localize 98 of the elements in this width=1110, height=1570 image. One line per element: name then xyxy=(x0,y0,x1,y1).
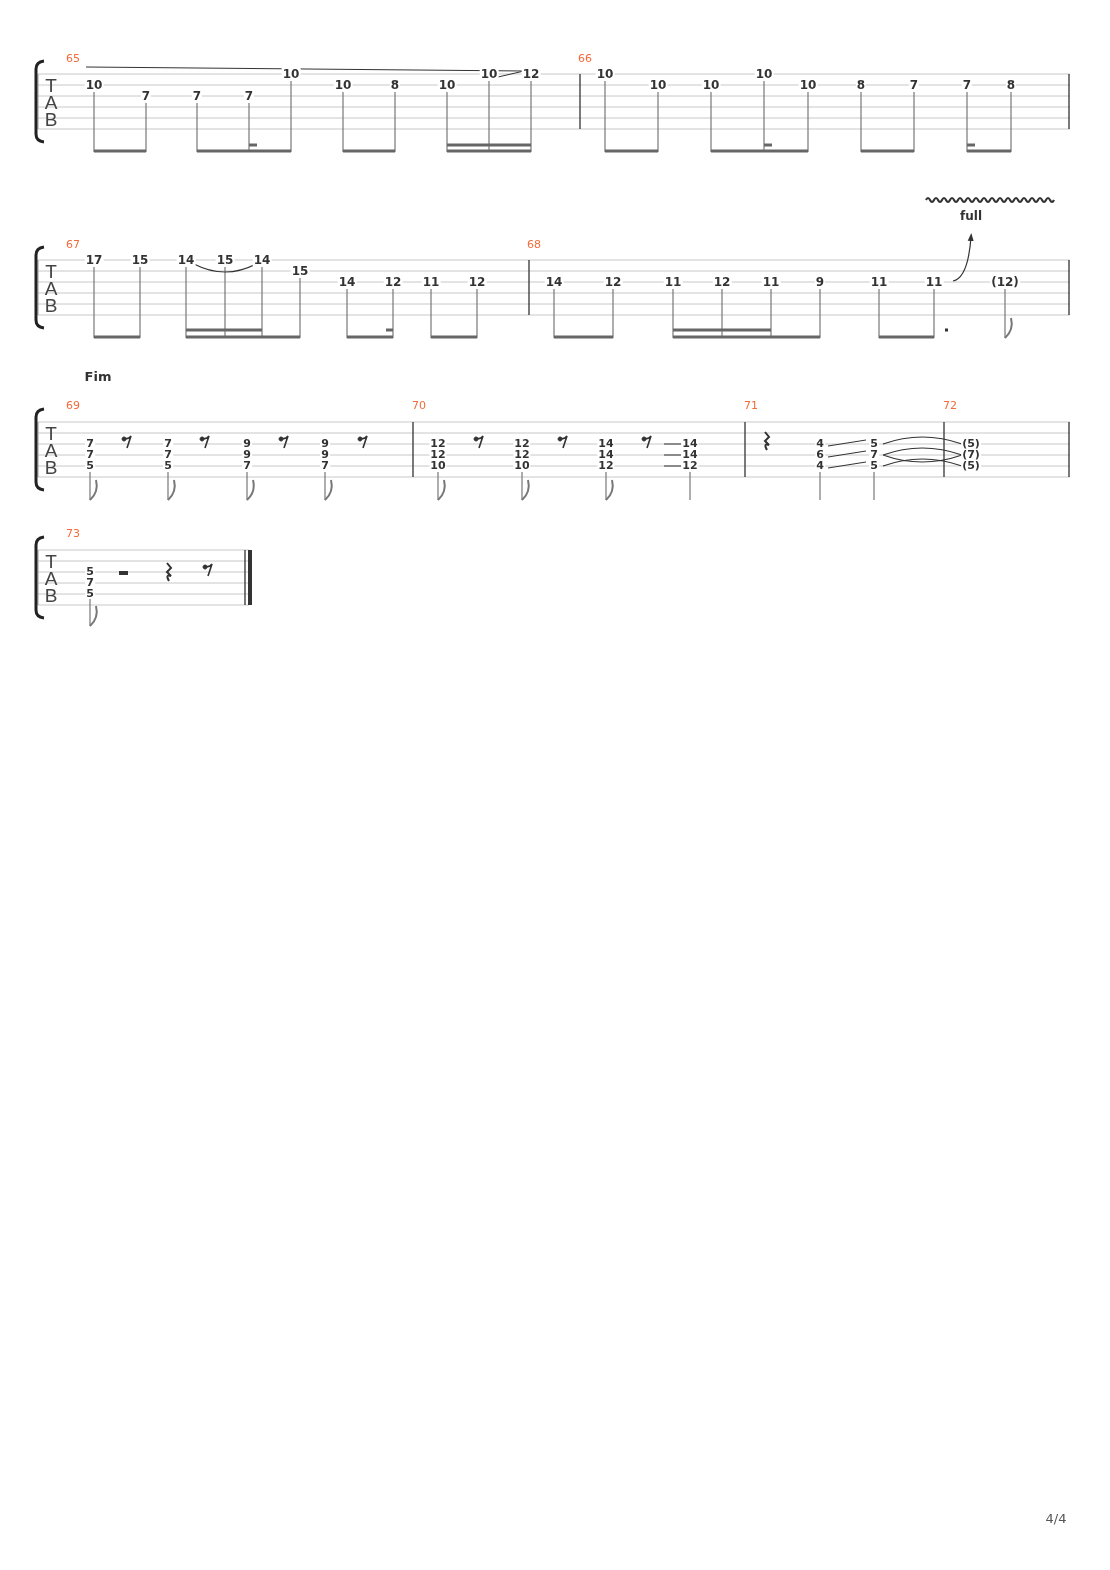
fret-number: 8 xyxy=(855,79,867,91)
fret-number: 15 xyxy=(290,265,310,277)
measure-number: 73 xyxy=(66,527,80,539)
fret-number: 10 xyxy=(84,79,104,91)
fret-number: 7 xyxy=(961,79,973,91)
fret-number: (12) xyxy=(990,276,1020,288)
fret-number: 14 xyxy=(337,276,357,288)
fret-number: 7 xyxy=(163,450,173,460)
fret-number: 5 xyxy=(869,439,879,449)
fret-number: 7 xyxy=(163,439,173,449)
tab-clef-letter: T xyxy=(45,551,57,571)
fret-number: 11 xyxy=(421,276,441,288)
fret-number: 7 xyxy=(243,90,255,102)
fret-number: 15 xyxy=(130,254,150,266)
tab-clef-letter: B xyxy=(44,295,58,315)
measure-number: 65 xyxy=(66,52,80,64)
fret-number: 14 xyxy=(544,276,564,288)
fret-number: 9 xyxy=(242,450,252,460)
fret-number: 5 xyxy=(163,461,173,471)
tab-clef-letter: T xyxy=(45,261,57,281)
measure-number: 67 xyxy=(66,238,80,250)
fret-number: 14 xyxy=(681,450,699,460)
fret-number: 7 xyxy=(85,578,95,588)
fret-number: 5 xyxy=(85,567,95,577)
fret-number: 5 xyxy=(85,461,95,471)
fret-number: 11 xyxy=(924,276,944,288)
fret-number: 14 xyxy=(597,450,615,460)
fret-number: 12 xyxy=(429,450,447,460)
fret-number: 12 xyxy=(513,439,531,449)
fret-number: 4 xyxy=(815,461,825,471)
fret-number: 10 xyxy=(648,79,668,91)
fret-number: 7 xyxy=(191,90,203,102)
fret-number: 7 xyxy=(85,439,95,449)
fret-number: 9 xyxy=(320,439,330,449)
page-number: 4/4 xyxy=(1045,1511,1067,1525)
tab-clef-letter: B xyxy=(44,585,58,605)
fret-number: 10 xyxy=(281,68,301,80)
fret-number: 7 xyxy=(85,450,95,460)
tab-clef-letter: A xyxy=(44,440,58,460)
fret-number: 7 xyxy=(869,450,879,460)
tab-clef-letter: A xyxy=(44,92,58,112)
fret-number: 12 xyxy=(383,276,403,288)
measure-number: 71 xyxy=(744,399,758,411)
tab-clef-letter: T xyxy=(45,423,57,443)
fret-number: 6 xyxy=(815,450,825,460)
fret-number: 12 xyxy=(513,450,531,460)
fret-number: 10 xyxy=(595,68,615,80)
fret-number: (5) xyxy=(961,439,981,449)
fret-number: 14 xyxy=(176,254,196,266)
fret-number: 11 xyxy=(869,276,889,288)
fret-number: 12 xyxy=(712,276,732,288)
fret-number: 17 xyxy=(84,254,104,266)
measure-number: 69 xyxy=(66,399,80,411)
fret-number: 7 xyxy=(140,90,152,102)
tab-clef-letter: A xyxy=(44,278,58,298)
fret-number: 15 xyxy=(215,254,235,266)
measure-number: 68 xyxy=(527,238,541,250)
fret-number: 8 xyxy=(1005,79,1017,91)
fret-number: 12 xyxy=(521,68,541,80)
fret-number: (5) xyxy=(961,461,981,471)
tab-clef-letter: T xyxy=(45,75,57,95)
section-label: Fim xyxy=(84,369,112,383)
fret-number: 9 xyxy=(242,439,252,449)
fret-number: 8 xyxy=(389,79,401,91)
fret-number: 10 xyxy=(333,79,353,91)
fret-number: 11 xyxy=(761,276,781,288)
fret-number: 10 xyxy=(429,461,447,471)
fret-number: 5 xyxy=(869,461,879,471)
fret-number: 12 xyxy=(467,276,487,288)
fret-number: 10 xyxy=(437,79,457,91)
fret-number: 9 xyxy=(320,450,330,460)
tab-clef-letter: A xyxy=(44,568,58,588)
fret-number: 10 xyxy=(798,79,818,91)
bend-label: full xyxy=(960,210,982,222)
fret-number: 5 xyxy=(85,589,95,599)
fret-number: 12 xyxy=(603,276,623,288)
fret-number: 7 xyxy=(908,79,920,91)
measure-number: 72 xyxy=(943,399,957,411)
fret-number: 14 xyxy=(252,254,272,266)
fret-number: 10 xyxy=(701,79,721,91)
fret-number: 11 xyxy=(663,276,683,288)
fret-number: 10 xyxy=(479,68,499,80)
fret-number: 14 xyxy=(597,439,615,449)
fret-number: 12 xyxy=(681,461,699,471)
fret-number: 9 xyxy=(814,276,826,288)
fret-number: 12 xyxy=(429,439,447,449)
tab-clef-letter: B xyxy=(44,457,58,477)
fret-number: 10 xyxy=(513,461,531,471)
fret-number: 14 xyxy=(681,439,699,449)
fret-number: 7 xyxy=(320,461,330,471)
fret-number: 10 xyxy=(754,68,774,80)
fret-number: (7) xyxy=(961,450,981,460)
fret-number: 12 xyxy=(597,461,615,471)
fret-number: 4 xyxy=(815,439,825,449)
measure-number: 66 xyxy=(578,52,592,64)
fret-number: 7 xyxy=(242,461,252,471)
tab-clef-letter: B xyxy=(44,109,58,129)
measure-number: 70 xyxy=(412,399,426,411)
